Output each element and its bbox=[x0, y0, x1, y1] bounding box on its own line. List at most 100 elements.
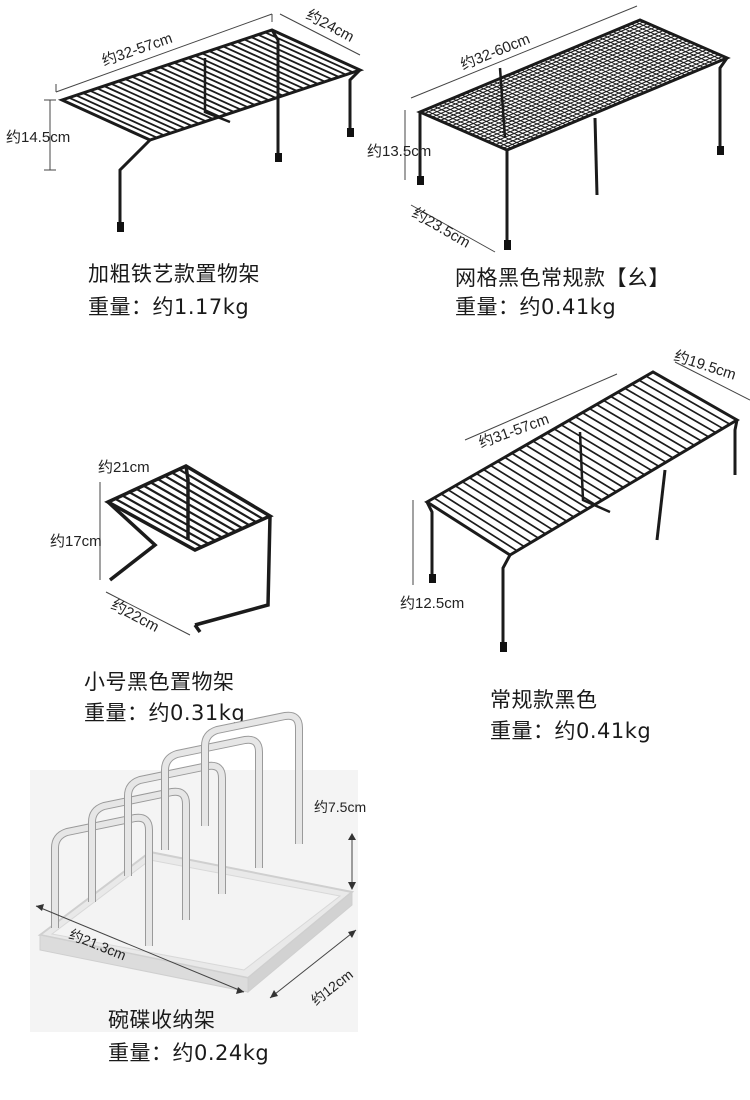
rack-wire bbox=[483, 468, 568, 522]
rack-wire bbox=[624, 387, 710, 438]
rack-wire bbox=[243, 38, 333, 81]
product-5-dish-rack: 约7.5cm 约21.3cm 约12cm 碗碟收纳架 重量：约0.24kg bbox=[0, 711, 390, 1100]
rack-wire bbox=[145, 71, 235, 113]
rack-wire bbox=[236, 40, 326, 83]
rack-wire bbox=[498, 54, 720, 148]
rack-wire bbox=[135, 487, 223, 539]
product-weight: 重量：约0.41kg bbox=[490, 719, 652, 744]
product-2-grid-black-rack: 约32-60cm 约13.5cm 约23.5cm 网格黑色常规款【幺】 重量：约… bbox=[367, 0, 750, 340]
dim-length-label: 约32-60cm bbox=[458, 30, 532, 73]
rack-wire bbox=[645, 375, 731, 425]
rack-wire bbox=[638, 379, 724, 430]
dim-height-label: 约12.5cm bbox=[400, 595, 464, 612]
rack-wire bbox=[471, 41, 692, 135]
rack-wire bbox=[468, 476, 554, 531]
rack-wire bbox=[117, 80, 207, 123]
rack-wire bbox=[435, 26, 657, 120]
rack-wire bbox=[264, 31, 354, 74]
product-weight: 重量：约0.41kg bbox=[455, 295, 617, 320]
product-name: 小号黑色置物架 bbox=[84, 670, 235, 694]
rack-wire bbox=[483, 47, 704, 141]
dim-height-label: 约13.5cm bbox=[367, 143, 431, 160]
rack-wire bbox=[574, 415, 660, 468]
product-weight: 重量：约0.31kg bbox=[84, 701, 246, 726]
dim-depth-label: 约12cm bbox=[308, 966, 356, 1008]
rack-wire bbox=[180, 59, 270, 102]
regular-rack-illustration: 约19.5cm 约31-57cm 约12.5cm bbox=[400, 348, 750, 652]
dim-depth-label: 约23.5cm bbox=[409, 205, 473, 252]
rack-wire bbox=[173, 61, 263, 104]
rack-wire bbox=[82, 92, 172, 134]
rack-wire bbox=[229, 43, 319, 85]
rack-wire bbox=[455, 35, 676, 129]
rack-wire bbox=[589, 407, 674, 459]
dish-divider-outline bbox=[161, 735, 263, 868]
dim-height-label: 约17cm bbox=[50, 533, 102, 550]
rack-wire bbox=[610, 395, 695, 447]
rack-wire bbox=[68, 96, 158, 139]
rack-wire bbox=[166, 64, 256, 106]
product-name: 加粗铁艺款置物架 bbox=[88, 262, 260, 286]
dish-divider bbox=[125, 762, 225, 894]
thick-iron-rack-illustration: 约32-57cm 约24cm 约14.5cm bbox=[6, 7, 365, 232]
rack-wire bbox=[149, 481, 237, 533]
rack-wire bbox=[504, 456, 589, 510]
rack-wire bbox=[164, 474, 251, 527]
rack-wire bbox=[103, 85, 193, 127]
dish-rack-illustration: 约7.5cm 约21.3cm 约12cm bbox=[35, 711, 366, 1008]
rack-wire bbox=[433, 497, 518, 552]
dim-height-label: 约14.5cm bbox=[6, 129, 70, 146]
rack-wire bbox=[532, 440, 617, 493]
rack-wire bbox=[152, 68, 242, 111]
rack-wire bbox=[459, 36, 680, 130]
rack-wire bbox=[525, 444, 610, 497]
rack-wire bbox=[497, 460, 582, 514]
rack-wire bbox=[257, 33, 347, 76]
rack-wire bbox=[138, 73, 228, 116]
rack-wire bbox=[423, 21, 645, 115]
rack-wire bbox=[201, 52, 291, 95]
rack-wire bbox=[89, 89, 179, 132]
dish-divider bbox=[89, 788, 189, 920]
rack-wire bbox=[178, 468, 264, 521]
rack-wire bbox=[502, 55, 724, 149]
product-4-regular-black-rack: 约19.5cm 约31-57cm 约12.5cm 常规款黑色 重量：约0.41k… bbox=[375, 340, 750, 760]
rack-wire bbox=[581, 411, 667, 463]
rack-wire bbox=[208, 50, 298, 92]
product-name: 网格黑色常规款【幺】 bbox=[455, 266, 670, 290]
rack-wire bbox=[157, 478, 244, 530]
dim-depth-label: 约22cm bbox=[108, 597, 162, 636]
rack-wire bbox=[124, 78, 214, 120]
rack-wire bbox=[194, 54, 284, 97]
rack-wire bbox=[110, 82, 200, 125]
grid-rack-illustration: 约32-60cm 约13.5cm 约23.5cm bbox=[367, 5, 731, 253]
product-1-thick-iron-rack: 约32-57cm 约24cm 约14.5cm 加粗铁艺款置物架 重量：约1.17… bbox=[0, 0, 375, 340]
rack-wire bbox=[475, 43, 696, 137]
rack-wire bbox=[494, 52, 716, 146]
dim-width-label: 约21cm bbox=[98, 459, 150, 476]
rack-wire bbox=[96, 87, 186, 130]
rack-wire bbox=[187, 57, 277, 99]
rack-wire bbox=[250, 36, 340, 78]
rack-wire bbox=[596, 403, 681, 455]
rack-wire bbox=[461, 480, 546, 535]
rack-wire bbox=[443, 29, 664, 123]
rack-wire bbox=[631, 383, 717, 434]
product-weight: 重量：约1.17kg bbox=[88, 295, 250, 320]
dim-height-label: 约7.5cm bbox=[314, 799, 366, 815]
rack-wire bbox=[171, 471, 257, 524]
dish-divider bbox=[52, 814, 152, 946]
rack-wire bbox=[490, 50, 712, 144]
rack-wire bbox=[128, 491, 216, 542]
rack-wire bbox=[560, 424, 646, 476]
rack-wire bbox=[511, 452, 596, 506]
dish-divider bbox=[162, 736, 262, 868]
rack-wire bbox=[439, 28, 660, 122]
rack-wire bbox=[447, 489, 532, 544]
rack-wire bbox=[463, 38, 684, 132]
rack-wire bbox=[75, 94, 165, 137]
dim-length-label: 约32-57cm bbox=[100, 30, 175, 70]
rack-wire bbox=[553, 428, 639, 480]
rack-wire bbox=[617, 391, 702, 442]
